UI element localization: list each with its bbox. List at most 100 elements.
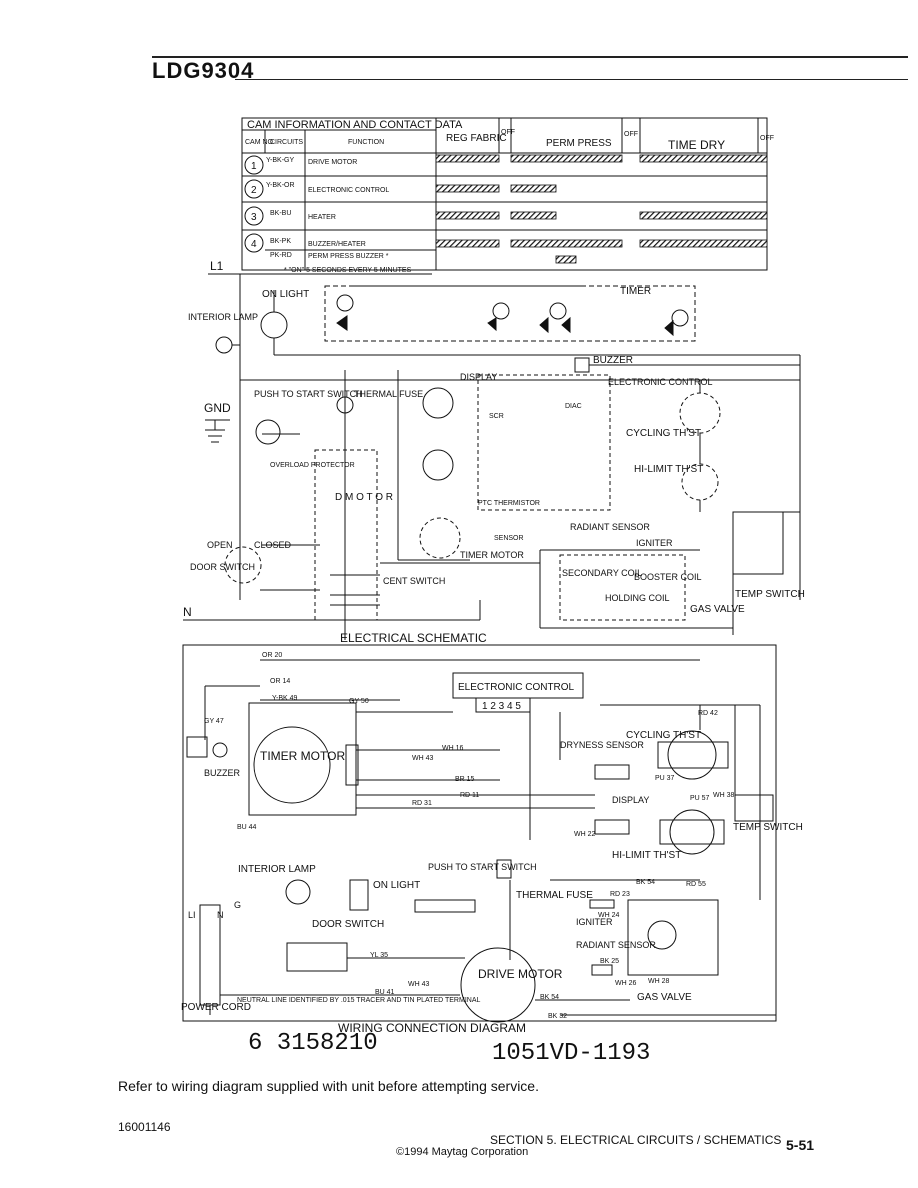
- label-wd-door-switch: DOOR SWITCH: [312, 919, 384, 930]
- label-electronic-control: ELECTRONIC CONTROL: [608, 377, 713, 387]
- label-booster-coil: BOOSTER COIL: [634, 572, 702, 582]
- cam-no-4: 4: [251, 239, 257, 250]
- label-cycling-thst: CYCLING TH'ST: [626, 428, 701, 439]
- wire-tag: BU 41: [375, 989, 395, 996]
- wire-tag: PU 37: [655, 775, 675, 782]
- label-wd-n: N: [217, 910, 224, 920]
- label-display: DISPLAY: [460, 372, 497, 382]
- wire-tag: Y-BK 49: [272, 695, 298, 702]
- part-number-right: 1051VD-1193: [492, 1040, 651, 1067]
- cam-footnote: * "ON" 5 SECONDS EVERY 5 MINUTES: [284, 267, 412, 274]
- wire-tag: WH 24: [598, 912, 620, 919]
- label-gas-valve: GAS VALVE: [690, 604, 745, 615]
- label-door-switch: DOOR SWITCH: [190, 562, 255, 572]
- wire-tag: BK 54: [540, 994, 559, 1001]
- label-on-light: ON LIGHT: [262, 289, 309, 300]
- label-wd-power-cord: POWER CORD: [181, 1002, 251, 1013]
- label-l1: L1: [210, 259, 224, 273]
- off-label-3: OFF: [760, 135, 774, 142]
- page-number: 5-51: [786, 1137, 815, 1153]
- label-wd-g: G: [234, 900, 241, 910]
- wiring-diagram: [182, 644, 777, 1023]
- header-rule: [152, 56, 908, 58]
- section-title: SECTION 5. ELECTRICAL CIRCUITS / SCHEMAT…: [490, 1133, 782, 1147]
- label-secondary-coil: SECONDARY COIL: [562, 568, 642, 578]
- function-4: BUZZER/HEATER: [308, 241, 366, 248]
- col-function: FUNCTION: [348, 139, 384, 146]
- label-wd-igniter: IGNITER: [576, 917, 613, 927]
- schematic-title: ELECTRICAL SCHEMATIC: [340, 631, 487, 645]
- circuit-5: PK-RD: [270, 252, 292, 259]
- label-wd-display: DISPLAY: [612, 795, 649, 805]
- off-label-1: OFF: [501, 129, 515, 136]
- wire-tag: WH 28: [648, 978, 670, 985]
- circuit-1: Y-BK-GY: [266, 157, 294, 164]
- wire-tag: RD 11: [460, 792, 479, 799]
- label-wd-cycling-thst: CYCLING TH'ST: [626, 730, 701, 741]
- col-cam: CAM NO.: [245, 139, 275, 146]
- label-wd-neutral-note: NEUTRAL LINE IDENTIFIED BY .015 TRACER A…: [237, 997, 480, 1004]
- diagram-canvas: CAM INFORMATION AND CONTACT DATA CAM NO.…: [181, 117, 805, 1035]
- label-wd-drive-motor: DRIVE MOTOR: [478, 967, 563, 981]
- cam-no-2: 2: [251, 185, 257, 196]
- label-wd-interior-lamp: INTERIOR LAMP: [238, 864, 316, 875]
- label-thermal-fuse: THERMAL FUSE: [354, 389, 423, 399]
- label-overload: OVERLOAD PROTECTOR: [270, 462, 355, 469]
- label-timer: TIMER: [620, 286, 651, 297]
- label-wd-hi-limit: HI-LIMIT TH'ST: [612, 850, 681, 861]
- off-label-2: OFF: [624, 131, 638, 138]
- label-gnd: GND: [204, 401, 231, 415]
- label-push-to-start: PUSH TO START SWITCH: [254, 389, 363, 399]
- label-temp-switch: TEMP SWITCH: [735, 589, 805, 600]
- label-wd-dryness-sensor: DRYNESS SENSOR: [560, 740, 644, 750]
- wire-tag: WH 16: [442, 745, 464, 752]
- cam-no-3: 3: [251, 212, 257, 223]
- function-2: ELECTRONIC CONTROL: [308, 187, 389, 194]
- function-5: PERM PRESS BUZZER *: [308, 253, 389, 260]
- label-wd-buzzer: BUZZER: [204, 768, 241, 778]
- label-hi-limit: HI-LIMIT TH'ST: [634, 464, 703, 475]
- doc-id: 16001146: [118, 1120, 171, 1134]
- wire-tag: WH 43: [412, 755, 434, 762]
- col-circuits: CIRCUITS: [270, 139, 303, 146]
- label-timer-motor: TIMER MOTOR: [460, 550, 524, 560]
- wire-tag: WH 26: [615, 980, 637, 987]
- wire-tag: YL 35: [370, 952, 388, 959]
- label-wd-radiant-sensor: RADIANT SENSOR: [576, 940, 656, 950]
- circuit-4: BK-PK: [270, 238, 291, 245]
- label-wd-electronic-control: ELECTRONIC CONTROL: [458, 682, 575, 693]
- label-buzzer: BUZZER: [593, 355, 633, 366]
- cam-no-1: 1: [251, 161, 257, 172]
- wire-tag: PU 57: [690, 795, 710, 802]
- wire-tag: OR 20: [262, 652, 282, 659]
- label-igniter: IGNITER: [636, 538, 673, 548]
- label-sensor: SENSOR: [494, 535, 524, 542]
- label-wd-pins: 1 2 3 4 5: [482, 701, 521, 712]
- cam-bars: [435, 154, 768, 264]
- label-wd-gas-valve: GAS VALVE: [637, 992, 692, 1003]
- cycle-perm-press: PERM PRESS: [546, 138, 612, 149]
- cam-table: [241, 117, 768, 271]
- wire-tag: BK 25: [600, 958, 619, 965]
- circuit-3: BK-BU: [270, 210, 291, 217]
- wire-tag: RD 42: [698, 710, 718, 717]
- label-n: N: [183, 605, 192, 619]
- header-underline: [235, 79, 908, 80]
- label-wd-timer-motor: TIMER MOTOR: [260, 749, 345, 763]
- function-3: HEATER: [308, 214, 336, 221]
- wire-tag: GY 47: [204, 718, 224, 725]
- electrical-schematic: [183, 273, 801, 640]
- cycle-time-dry: TIME DRY: [668, 138, 725, 152]
- cycle-reg-fabric: REG FABRIC: [446, 133, 507, 144]
- label-thermistor: PTC THERMISTOR: [478, 500, 540, 507]
- label-interior-lamp: INTERIOR LAMP: [188, 312, 258, 322]
- wire-tag: BK 32: [548, 1013, 567, 1020]
- label-wd-temp-switch: TEMP SWITCH: [733, 822, 803, 833]
- schematic-labels: L1 N ON LIGHT INTERIOR LAMP GND PUSH TO …: [183, 259, 805, 645]
- label-closed: CLOSED: [254, 540, 292, 550]
- wire-tag: BR 15: [455, 776, 475, 783]
- wire-tag: OR 14: [270, 678, 290, 685]
- label-open: OPEN: [207, 540, 233, 550]
- label-wd-li: LI: [188, 910, 196, 920]
- service-note: Refer to wiring diagram supplied with un…: [118, 1078, 539, 1094]
